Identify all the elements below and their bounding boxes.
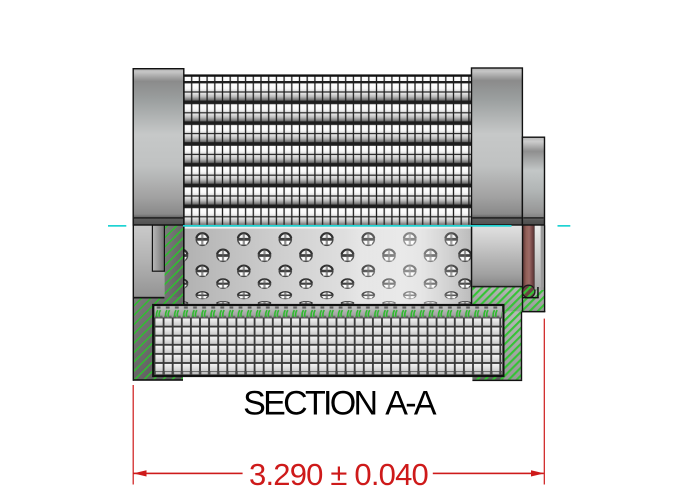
svg-text:3.290 ± 0.040: 3.290 ± 0.040 — [249, 457, 429, 492]
svg-text:SECTION A-A: SECTION A-A — [243, 385, 437, 423]
